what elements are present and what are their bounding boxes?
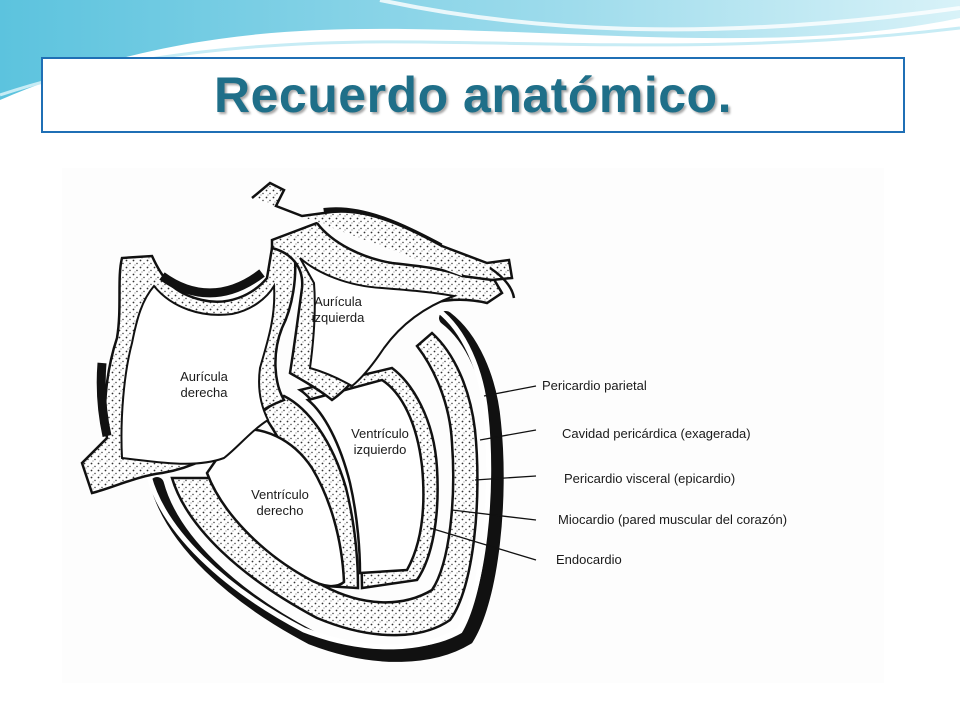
right-atrium-chamber — [120, 282, 276, 465]
right-ventricle-chamber — [205, 428, 346, 588]
label-line: Ventrículo — [351, 426, 409, 441]
myocardium-wall — [170, 331, 479, 637]
slide-title: Recuerdo anatómico. — [214, 67, 732, 123]
label-line: izquierdo — [354, 442, 407, 457]
label-cavidad-pericardica: Cavidad pericárdica (exagerada) — [562, 426, 751, 441]
label-miocardio: Miocardio (pared muscular del corazón) — [558, 512, 787, 527]
left-atrium-chamber — [299, 257, 458, 388]
label-line: Aurícula — [314, 294, 362, 309]
label-line: Aurícula — [180, 369, 228, 384]
label-line: derecha — [181, 385, 229, 400]
label-line: izquierda — [312, 310, 366, 325]
label-pericardio-parietal: Pericardio parietal — [542, 378, 647, 393]
label-line: derecho — [257, 503, 304, 518]
label-endocardio: Endocardio — [556, 552, 622, 567]
label-pericardio-visceral: Pericardio visceral (epicardio) — [564, 471, 735, 486]
label-line: Ventrículo — [251, 487, 309, 502]
title-box: Recuerdo anatómico. — [41, 57, 905, 133]
left-ventricle-chamber — [305, 378, 425, 575]
great-vessels — [251, 181, 514, 282]
leader-lines — [429, 385, 537, 561]
